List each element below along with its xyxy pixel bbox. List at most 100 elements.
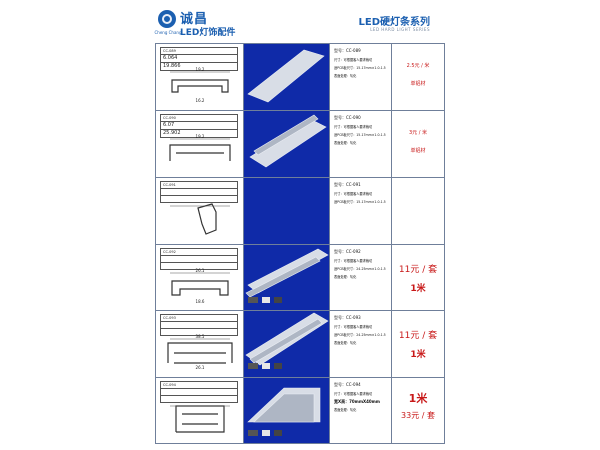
spec-line: 表面处理：氧化 (334, 74, 357, 78)
profile-outline (175, 405, 225, 433)
drawing-spec-row: CC-094 (160, 381, 238, 388)
drawing-spec-row (160, 321, 238, 328)
model-number: 型号：CC-089 (334, 48, 361, 53)
dimension-label: 26.1 (196, 365, 205, 370)
price-label: 33元 / 套 (401, 411, 435, 420)
aluminium-profile-bar (247, 49, 325, 103)
product-photo-cell (244, 111, 330, 177)
brand-tagline: LED灯饰配件 (180, 28, 236, 38)
drawing-spec-row: 6.07 (160, 121, 238, 129)
model-number: 型号：CC-092 (334, 249, 361, 254)
spec-cell: 型号：CC-094 尺寸：可根据客人要求裁切宽X高：70mmX40mm 表面处理：氧… (330, 378, 392, 443)
product-photo-cell (244, 245, 330, 310)
spec-line: 适PCB板尺寸：15-17mm×1.0-1.5 (334, 133, 386, 137)
catalog-header: Cheng Chang 诚昌 LED灯饰配件 LED硬灯条系列 LED HARD… (150, 0, 450, 42)
spec-line: 尺寸：可根据客人要求裁切 (334, 58, 373, 62)
drawing-spec-row (160, 328, 238, 336)
spec-cell: 型号：CC-089 尺寸：可根据客人要求裁切适PCB板尺寸：15-17mm×1.0… (330, 44, 392, 110)
profile-outline (167, 342, 233, 364)
spec-line: 适PCB板尺寸：24-25mm×1.0-1.5 (334, 267, 386, 271)
price-label: 1米 (410, 284, 426, 294)
end-cap-accessory (274, 430, 282, 436)
dimension-label: 19.2 (196, 67, 205, 72)
drawing-spec-table: CC-091 (160, 181, 238, 203)
aluminium-profile-bar (249, 118, 327, 168)
dimension-label: 16.2 (196, 98, 205, 103)
brand-name: 诚昌 (180, 12, 209, 27)
dimension-label: 18.6 (196, 299, 205, 304)
spec-line: 表面处理：氧化 (334, 408, 357, 412)
drawing-spec-row: CC-092 (160, 248, 238, 255)
price-label: 单铝材 (410, 148, 426, 154)
logo-subtitle: Cheng Chang (154, 30, 182, 35)
spec-line: 尺寸：可根据客人要求裁切 (334, 392, 373, 396)
spec-line: 宽X高：70mmX40mm (334, 399, 380, 404)
drawing-spec-row: CC-093 (160, 314, 238, 321)
end-cap-accessory (248, 363, 258, 369)
drawing-spec-table: CC-093 (160, 314, 238, 336)
drawing-spec-row (160, 188, 238, 195)
catalog-page: Cheng Chang 诚昌 LED灯饰配件 LED硬灯条系列 LED HARD… (150, 0, 450, 450)
spec-line: 适PCB板尺寸：24-25mm×1.0-1.5 (334, 333, 386, 337)
dimension-label: 19.2 (196, 134, 205, 139)
brand-logo-icon (158, 10, 176, 28)
spec-line: 尺寸：可根据客人要求裁切 (334, 325, 373, 329)
product-row: CC-092 26.1 18.6 型号：CC-092 尺寸：可根据客人要求裁切适PCB板… (156, 244, 444, 310)
drawing-spec-row: 25.902 (160, 129, 238, 138)
end-cap-accessory (248, 297, 258, 303)
product-photo (245, 248, 329, 303)
product-photo (245, 312, 329, 369)
spec-line: 表面处理：氧化 (334, 275, 357, 279)
drawing-spec-row (160, 255, 238, 262)
price-label: 1米 (408, 392, 428, 405)
spec-cell: 型号：CC-092 尺寸：可根据客人要求裁切适PCB板尺寸：24-25mm×1.0… (330, 245, 392, 310)
aluminium-profile-bar (253, 393, 315, 423)
profile-outline (171, 280, 229, 296)
profile-drawing-cell: CC-091 (156, 178, 244, 244)
spec-line: 尺寸：可根据客人要求裁切 (334, 259, 373, 263)
price-label: 2.5元 / 米 (406, 63, 430, 69)
profile-outline (169, 144, 231, 161)
price-cell (392, 178, 444, 244)
aluminium-profile-bar (245, 256, 321, 298)
profile-cross-section: 19.2 (169, 134, 231, 161)
product-row: CC-094 型号：CC-094 尺寸：可根据客人要求裁切宽X高：70mmX40mm… (156, 377, 444, 443)
price-label: 1米 (410, 350, 426, 360)
drawing-spec-row (160, 388, 238, 395)
price-label: 单铝材 (410, 81, 426, 87)
profile-outline (197, 203, 217, 235)
product-photo (249, 114, 327, 168)
price-label: 11元 / 套 (398, 331, 438, 341)
product-photo-cell (244, 178, 330, 244)
price-label: 11元 / 套 (398, 265, 438, 275)
drawing-spec-row: 6.064 (160, 54, 238, 62)
price-cell: 11元 / 套 1米 (392, 311, 444, 377)
dimension-label: 26.1 (196, 268, 205, 273)
profile-cross-section: 38.526.1 (167, 334, 233, 370)
end-cap-accessory (274, 363, 282, 369)
profile-outline (171, 79, 229, 93)
drawing-spec-row (160, 262, 238, 270)
price-label: 3元 / 米 (408, 130, 428, 136)
spec-line: 适PCB板尺寸：15-17mm×1.0-1.5 (334, 66, 386, 70)
model-number: 型号：CC-094 (334, 382, 361, 387)
end-cap-accessory (248, 430, 258, 436)
product-photo (244, 178, 330, 242)
product-photo (247, 49, 325, 103)
price-cell: 1米 33元 / 套 (392, 378, 444, 443)
product-photo-cell (244, 311, 330, 377)
profile-drawing-cell: CC-092 26.1 18.6 (156, 245, 244, 310)
price-cell: 11元 / 套 1米 (392, 245, 444, 310)
drawing-spec-table: CC-092 (160, 248, 238, 270)
